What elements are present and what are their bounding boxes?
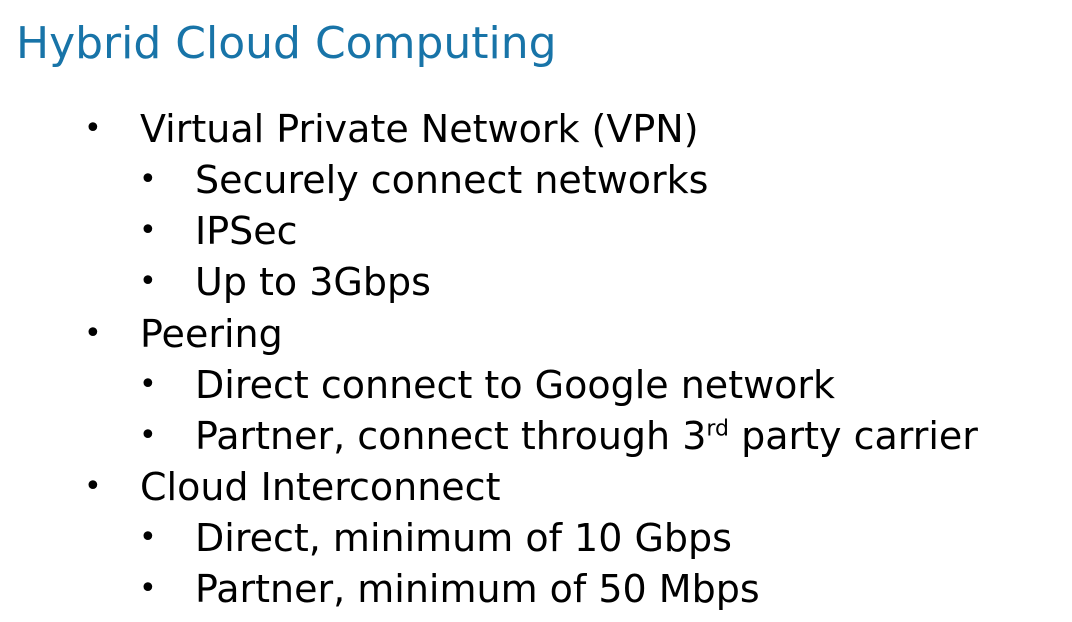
slide-title: Hybrid Cloud Computing (16, 18, 557, 69)
bullet-label: Direct, minimum of 10 Gbps (195, 516, 732, 560)
bullet-icon: • (84, 469, 102, 504)
sub-bullet-item: • Securely connect networks (0, 157, 1072, 203)
bullet-label: Peering (140, 312, 283, 356)
sub-bullet-item: • Partner, minimum of 50 Mbps (0, 566, 1072, 612)
sub-bullet-item: • Direct connect to Google network (0, 362, 1072, 408)
bullet-icon: • (139, 418, 157, 453)
sub-bullet-item: • IPSec (0, 208, 1072, 254)
bullet-icon: • (139, 162, 157, 197)
sub-bullet-item: • Partner, connect through 3rd party car… (0, 413, 1072, 459)
bullet-icon: • (139, 520, 157, 555)
bullet-label: IPSec (195, 209, 298, 253)
bullet-icon: • (84, 316, 102, 351)
bullet-icon: • (139, 571, 157, 606)
label-part: Partner, connect through 3 (195, 414, 707, 458)
bullet-icon: • (139, 367, 157, 402)
bullet-icon: • (139, 213, 157, 248)
bullet-icon: • (139, 264, 157, 299)
bullet-label: Virtual Private Network (VPN) (140, 107, 699, 151)
bullet-label: Cloud Interconnect (140, 465, 501, 509)
bullet-label: Securely connect networks (195, 158, 709, 202)
bullet-label: Direct connect to Google network (195, 363, 836, 407)
bullet-label: Partner, minimum of 50 Mbps (195, 567, 760, 611)
bullet-item-peering: • Peering (0, 311, 1072, 357)
label-part: party carrier (729, 414, 978, 458)
bullet-label: Partner, connect through 3rd party carri… (195, 413, 978, 459)
bullet-label: Up to 3Gbps (195, 260, 431, 304)
bullet-item-vpn: • Virtual Private Network (VPN) (0, 106, 1072, 152)
bullet-icon: • (84, 111, 102, 146)
sub-bullet-item: • Up to 3Gbps (0, 259, 1072, 305)
bullet-item-cloud-interconnect: • Cloud Interconnect (0, 464, 1072, 510)
sub-bullet-item: • Direct, minimum of 10 Gbps (0, 515, 1072, 561)
ordinal-superscript: rd (706, 416, 730, 442)
